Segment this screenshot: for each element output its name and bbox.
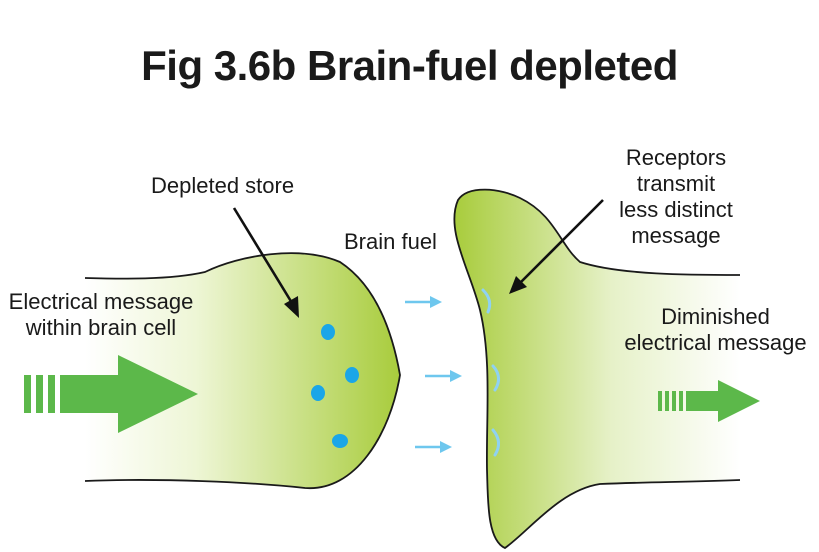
- brain-fuel-dot: [345, 367, 359, 383]
- electrical-message-label-line: Electrical message: [8, 289, 194, 314]
- diminished-message-label-line: electrical message: [624, 330, 807, 355]
- diminished-message-label-line: Diminished: [661, 304, 770, 329]
- receptor: [481, 288, 492, 314]
- receptors-pointer: [509, 199, 604, 294]
- incoming-signal-arrow: [24, 355, 198, 433]
- receiving-cell-outline: [453, 188, 741, 550]
- outgoing-signal-arrow: [658, 380, 760, 422]
- fuel-flow-arrow: [415, 441, 452, 453]
- receptors-label-line: transmit: [636, 171, 716, 196]
- fuel-flow-arrow: [425, 370, 462, 382]
- brain-fuel-label: Brain fuel: [344, 229, 437, 254]
- electrical-message-label: Electrical message within brain cell: [0, 289, 202, 341]
- fuel-flow-arrow: [405, 296, 442, 308]
- sending-cell: [85, 253, 400, 489]
- diminished-message-label: Diminished electrical message: [612, 304, 819, 356]
- depleted-store-label: Depleted store: [151, 173, 295, 198]
- brain-fuel-dot: [332, 434, 348, 448]
- receiving-cell: [454, 189, 740, 548]
- receptor: [491, 428, 500, 457]
- electrical-message-label-line: within brain cell: [25, 315, 177, 340]
- receptors-label: Receptors transmit less distinct message: [606, 145, 746, 249]
- brain-fuel-dot: [321, 324, 335, 340]
- depleted-store-pointer: [232, 207, 299, 318]
- receptor: [491, 364, 500, 392]
- sending-cell-outline: [84, 252, 401, 489]
- brain-fuel-dot: [311, 385, 325, 401]
- receptors-label-line: Receptors: [625, 145, 727, 170]
- receptors-label-line: less distinct: [619, 197, 733, 222]
- figure-title: Fig 3.6b Brain-fuel depleted: [141, 42, 678, 89]
- receptors-label-line: message: [631, 223, 721, 248]
